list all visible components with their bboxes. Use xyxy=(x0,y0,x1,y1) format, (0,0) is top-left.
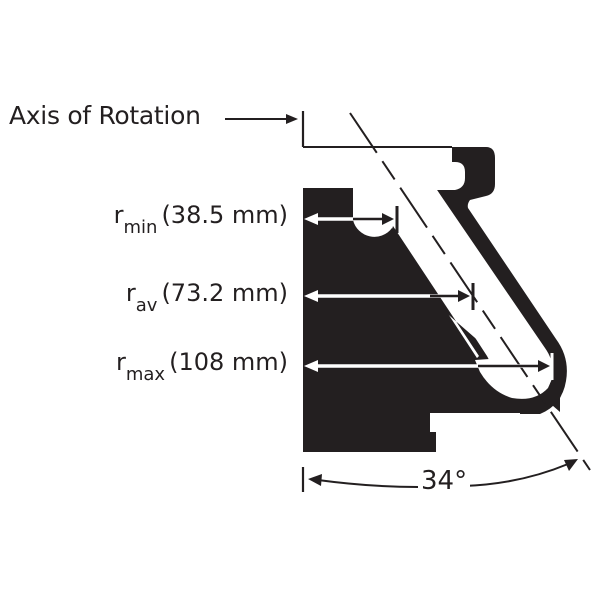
r-av-value: (73.2 mm) xyxy=(161,279,288,307)
tube-axis-line xyxy=(349,112,591,471)
r-max-subscript: max xyxy=(125,364,166,385)
r-av-subscript: av xyxy=(135,295,158,316)
r-min-value: (38.5 mm) xyxy=(161,201,288,229)
r-av-symbol: r xyxy=(125,279,136,307)
axis-of-rotation-label: Axis of Rotation xyxy=(9,101,201,130)
r-max-arrow xyxy=(304,353,554,380)
axis-arrow xyxy=(225,114,298,124)
r-min-arrow xyxy=(304,206,399,233)
angle-label: 34° xyxy=(418,466,471,496)
r-min-subscript: min xyxy=(123,217,158,238)
r-av-label: rav(73.2 mm) xyxy=(125,279,288,316)
r-max-value: (108 mm) xyxy=(169,348,288,376)
r-min-symbol: r xyxy=(113,201,124,229)
rotor-body-lower xyxy=(303,188,563,452)
r-max-symbol: r xyxy=(115,348,126,376)
r-min-label: rmin(38.5 mm) xyxy=(113,201,288,238)
r-max-label: rmax(108 mm) xyxy=(115,348,288,385)
tube-holder-wall xyxy=(437,147,567,414)
r-av-arrow xyxy=(304,283,475,310)
angle-arc xyxy=(308,459,578,488)
